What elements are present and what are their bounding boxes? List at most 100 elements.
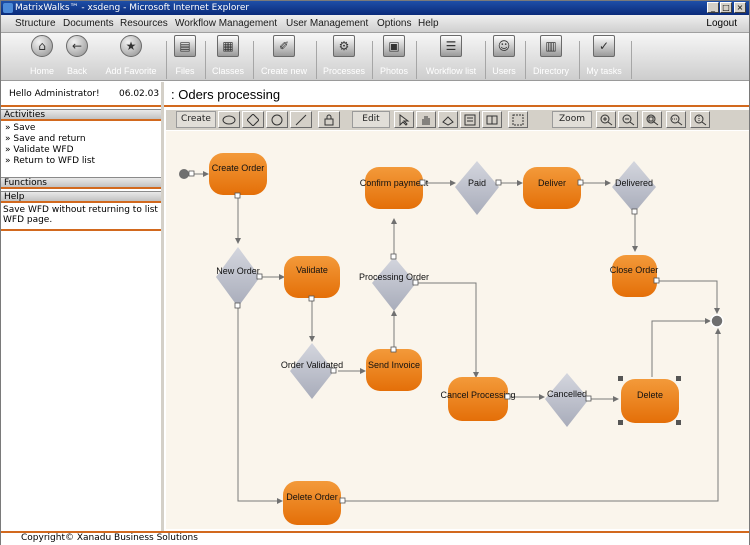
logout-link[interactable]: Logout [706,18,737,29]
node-cancelled[interactable]: Cancelled [545,373,589,427]
book-tool-button[interactable] [482,111,502,128]
edit-mode-button[interactable]: Edit [352,111,390,128]
zoom-out-button[interactable] [618,111,638,128]
port-handle[interactable] [234,192,241,199]
create-mode-button[interactable]: Create [176,111,216,128]
menu-workflow-management[interactable]: Workflow Management [175,18,278,29]
toolbar-back-button[interactable]: ← Back [62,35,92,76]
menu-resources[interactable]: Resources [120,18,168,29]
toolbar-photos-button[interactable]: ▣ Photos [377,35,411,76]
minimize-button[interactable]: _ [707,2,719,13]
node-deliver[interactable]: Deliver [523,167,581,209]
menu-user-management[interactable]: User Management [286,18,369,29]
ellipse-tool-button[interactable] [218,111,240,128]
workflow-list-icon: ☰ [440,35,462,57]
node-order-validated[interactable]: Order Validated [281,343,343,399]
node-new-order[interactable]: New Order [216,247,260,307]
port-handle[interactable] [495,179,502,186]
eraser-tool-button[interactable] [438,111,458,128]
port-handle[interactable] [339,497,346,504]
port-handle[interactable] [256,273,263,280]
line-tool-button[interactable] [290,111,312,128]
toolbar-users-button[interactable]: ☺ Users [489,35,519,76]
node-create-order[interactable]: Create Order [209,153,267,195]
activity-save-and-return-link[interactable]: » Save and return [5,134,86,144]
menu-structure[interactable]: Structure [15,18,56,29]
toolbar-label: Users [492,66,516,76]
maximize-button[interactable]: □ [720,2,732,13]
menu-documents[interactable]: Documents [63,18,114,29]
port-handle[interactable] [585,395,592,402]
node-confirm-payment[interactable]: Confirm payment [360,167,429,209]
zoom-fit-button[interactable] [642,111,662,128]
close-button[interactable]: × [734,2,746,13]
hand-tool-button[interactable] [416,111,436,128]
toolbar-files-button[interactable]: ▤ Files [171,35,199,76]
toolbar-home-button[interactable]: ⌂ Home [25,35,59,76]
circle-tool-button[interactable] [266,111,288,128]
properties-tool-button[interactable] [460,111,480,128]
toolbar-my-tasks-button[interactable]: ✓ My tasks [583,35,625,76]
ie-icon [3,3,13,13]
diamond-tool-button[interactable] [242,111,264,128]
end-node[interactable] [710,314,724,328]
copyright-text: Copyright© Xanadu Business Solutions [21,533,198,543]
activity-save-link[interactable]: » Save [5,123,36,133]
select-area-tool-button[interactable] [508,111,528,128]
node-delete[interactable]: Delete [618,376,681,425]
port-handle[interactable] [308,295,315,302]
menu-help[interactable]: Help [418,18,439,29]
files-icon: ▤ [174,35,196,57]
toolbar-workflow-list-button[interactable]: ☰ Workflow list [421,35,481,76]
classes-icon: ▦ [217,35,239,57]
zoom-in-button[interactable] [596,111,616,128]
toolbar-classes-button[interactable]: ▦ Classes [209,35,247,76]
toolbar-add-favorite-button[interactable]: ★ Add Favorite [102,35,160,76]
book-icon [486,115,498,125]
node-close-order[interactable]: Close Order [610,255,659,297]
node-paid[interactable]: Paid [455,161,499,215]
menu-options[interactable]: Options [377,18,412,29]
port-handle[interactable] [653,277,660,284]
toolbar-label: Directory [532,66,569,76]
toolbar-directory-button[interactable]: ▥ Directory [529,35,573,76]
port-handle[interactable] [631,208,638,215]
svg-text:Create Order: Create Order [212,163,265,173]
port-handle[interactable] [504,393,511,400]
zoom-in-icon [600,114,612,126]
start-node[interactable] [179,169,189,179]
functions-header: Functions [1,177,161,189]
photos-icon: ▣ [383,35,405,57]
node-validate[interactable]: Validate [284,256,340,298]
zoom-mode-button[interactable]: Zoom [552,111,592,128]
node-processing-order[interactable]: Processing Order [359,257,429,311]
workflow-canvas[interactable]: Create Order Validate Send Invoice Confi… [166,131,749,529]
toolbar-processes-button[interactable]: ⚙ Processes [320,35,368,76]
node-send-invoice[interactable]: Send Invoice [366,349,422,391]
activities-header: Activities [1,109,161,121]
connector [658,280,720,314]
port-handle[interactable] [188,170,195,177]
activity-validate-wfd-link[interactable]: » Validate WFD [5,145,74,155]
port-handle[interactable] [577,179,584,186]
lock-tool-button[interactable] [318,111,340,128]
zoom-page-button[interactable] [690,111,710,128]
toolbar-create-new-button[interactable]: ✐ Create new [256,35,312,76]
toolbar-label: Workflow list [425,66,477,76]
toolbar-label: Files [175,66,195,76]
svg-text:Paid: Paid [468,178,486,188]
port-handle[interactable] [412,279,419,286]
port-handle[interactable] [234,302,241,309]
favorite-icon: ★ [120,35,142,57]
port-handle[interactable] [390,253,397,260]
node-cancel-processing[interactable]: Cancel Processing [440,377,516,421]
activity-return-to-wfd-list-link[interactable]: » Return to WFD list [5,156,96,166]
port-handle[interactable] [330,367,337,374]
node-delivered[interactable]: Delivered [612,161,656,213]
pointer-tool-button[interactable] [394,111,414,128]
port-handle[interactable] [419,179,426,186]
port-handle[interactable] [390,346,397,353]
node-delete-order[interactable]: Delete Order [283,481,341,525]
svg-text:Deliver: Deliver [538,178,566,188]
zoom-width-button[interactable] [666,111,686,128]
